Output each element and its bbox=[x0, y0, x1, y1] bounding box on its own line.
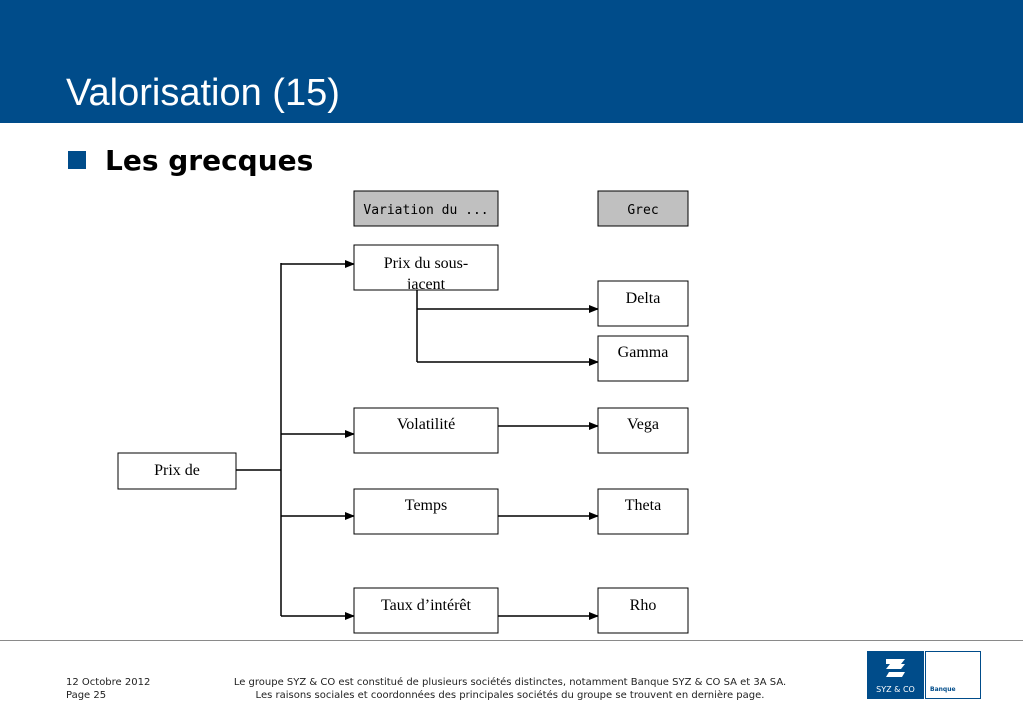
source-box bbox=[117, 452, 237, 490]
bullet-text: Les grecques bbox=[105, 143, 314, 177]
source-label: Prix de bbox=[154, 462, 200, 479]
greek-box-delta bbox=[597, 280, 689, 327]
logo-name: SYZ & CO bbox=[876, 685, 915, 694]
variable-label-prix-line1: Prix du sous- bbox=[384, 255, 468, 272]
logo-mark: SYZ & CO bbox=[867, 651, 924, 699]
greek-label-rho: Rho bbox=[630, 597, 657, 614]
footer-divider bbox=[0, 640, 1023, 641]
bullet-row: Les grecques bbox=[68, 142, 313, 178]
header-bar bbox=[0, 0, 1023, 123]
variable-label-prix-line2: jacent bbox=[406, 276, 446, 293]
greek-label-delta: Delta bbox=[626, 290, 661, 307]
variable-box-temps bbox=[353, 488, 499, 535]
logo-sub: Banque bbox=[930, 686, 956, 693]
greek-box-vega bbox=[597, 407, 689, 454]
slide-title: Valorisation (15) bbox=[66, 72, 340, 114]
square-bullet-icon bbox=[68, 151, 86, 169]
header-greek-box bbox=[597, 190, 689, 227]
footer-date: 12 Octobre 2012 bbox=[66, 677, 151, 688]
greek-box-gamma bbox=[597, 335, 689, 382]
footer-page: Page 25 bbox=[66, 690, 107, 701]
variable-label-temps: Temps bbox=[405, 497, 447, 514]
variable-box-volatilite bbox=[353, 407, 499, 454]
greek-box-rho bbox=[597, 587, 689, 634]
footer-legal: Le groupe SYZ & CO est constitué de plus… bbox=[200, 676, 820, 702]
greek-label-theta: Theta bbox=[625, 497, 661, 514]
greek-label-vega: Vega bbox=[627, 416, 659, 433]
header-greek-label: Grec bbox=[627, 203, 658, 218]
variable-box-taux bbox=[353, 587, 499, 634]
footer-legal-line2: Les raisons sociales et coordonnées des … bbox=[255, 690, 765, 701]
syz-logo: SYZ & CO Banque bbox=[867, 651, 981, 699]
header-variation-box bbox=[353, 190, 499, 227]
footer-legal-line1: Le groupe SYZ & CO est constitué de plus… bbox=[233, 677, 787, 688]
header-variation-label: Variation du ... bbox=[363, 203, 488, 218]
greek-label-gamma: Gamma bbox=[618, 344, 669, 361]
variable-box-prix-sous-jacent bbox=[353, 244, 499, 291]
variable-label-taux: Taux d’intérêt bbox=[381, 597, 472, 614]
footer-date-page: 12 Octobre 2012 Page 25 bbox=[66, 676, 150, 702]
z-mark-icon bbox=[886, 659, 905, 677]
greek-box-theta bbox=[597, 488, 689, 535]
logo-sub-panel: Banque bbox=[925, 651, 981, 699]
variable-label-volatilite: Volatilité bbox=[397, 416, 455, 433]
